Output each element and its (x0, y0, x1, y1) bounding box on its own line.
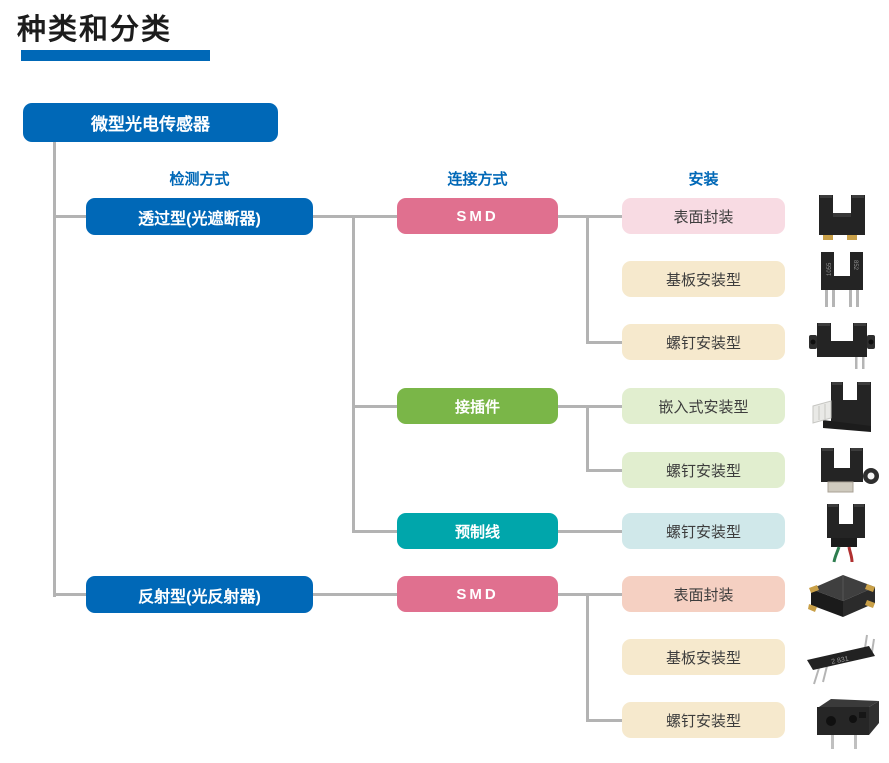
connector-line (586, 215, 589, 344)
slot-sensor-pins-icon: 1055 852 (821, 252, 863, 307)
connector-line (586, 719, 622, 722)
mount-surface-package-2: 表面封装 (622, 576, 785, 612)
connector-line (313, 593, 397, 596)
connector-line (558, 215, 622, 218)
column-header-connection: 连接方式 (447, 171, 508, 188)
product-photo-screw-mount-slot-sensor (797, 311, 887, 374)
connector-line (558, 530, 622, 533)
mount-screw-mount-3: 螺钉安装型 (622, 513, 785, 549)
connector-line (586, 341, 622, 344)
slot-sensor-ear-icon (821, 448, 879, 493)
reflective-smd-icon (808, 575, 875, 617)
product-photo-board-mount-slot-sensor: 1055 852 (797, 248, 887, 311)
product-photo-screw-mount-connector-sensor (797, 438, 887, 501)
node-root-sensor: 微型光电传感器 (23, 103, 278, 142)
connector-line (352, 530, 397, 533)
mount-embedded-mount: 嵌入式安装型 (622, 388, 785, 424)
photo-marking-text: 1055 (827, 262, 833, 276)
connector-line (586, 405, 589, 472)
mount-screw-mount-1: 螺钉安装型 (622, 324, 785, 360)
connector-line (313, 215, 397, 218)
connector-line (53, 593, 86, 596)
mount-screw-mount-4: 螺钉安装型 (622, 702, 785, 738)
node-through-beam-type: 透过型(光遮断器) (86, 198, 313, 235)
connector-line (586, 469, 622, 472)
mount-board-mount-1: 基板安装型 (622, 261, 785, 297)
slot-sensor-wires-icon (827, 504, 865, 563)
product-photo-reflective-board-sensor: 2 831 (797, 626, 887, 689)
slot-sensor-screw-icon (809, 323, 875, 369)
node-smd-through: SMD (397, 198, 558, 234)
column-header-detection: 检测方式 (169, 171, 230, 188)
connector-line (352, 215, 355, 533)
reflective-board-icon: 2 831 (807, 634, 875, 685)
mount-screw-mount-2: 螺钉安装型 (622, 452, 785, 488)
product-photo-prewired-slot-sensor (797, 500, 887, 563)
product-photo-connector-slot-sensor (797, 374, 887, 437)
node-reflective-type: 反射型(光反射器) (86, 576, 313, 613)
photo-marking-text: 852 (852, 260, 858, 271)
column-header-mounting: 安装 (688, 171, 719, 188)
node-prewired-type: 预制线 (397, 513, 558, 549)
mount-surface-package-1: 表面封装 (622, 198, 785, 234)
product-photo-smd-slot-sensor (797, 185, 887, 248)
photo-marking-text: 2 831 (831, 656, 850, 666)
product-photo-reflective-smd-chip (797, 563, 887, 626)
slot-sensor-smd-icon (819, 195, 865, 240)
connector-line (586, 593, 589, 722)
mount-board-mount-2: 基板安装型 (622, 639, 785, 675)
page-title: 种类和分类 (17, 14, 173, 46)
title-underline-bar (21, 50, 210, 61)
reflective-box-icon (817, 699, 879, 749)
slot-sensor-connector-icon (812, 382, 871, 432)
connector-line (558, 405, 622, 408)
connector-line (53, 141, 56, 597)
node-smd-reflective: SMD (397, 576, 558, 612)
connector-line (558, 593, 622, 596)
product-photo-reflective-screw-sensor (797, 689, 887, 752)
connector-line (53, 215, 86, 218)
connector-line (352, 405, 397, 408)
node-connector-type: 接插件 (397, 388, 558, 424)
